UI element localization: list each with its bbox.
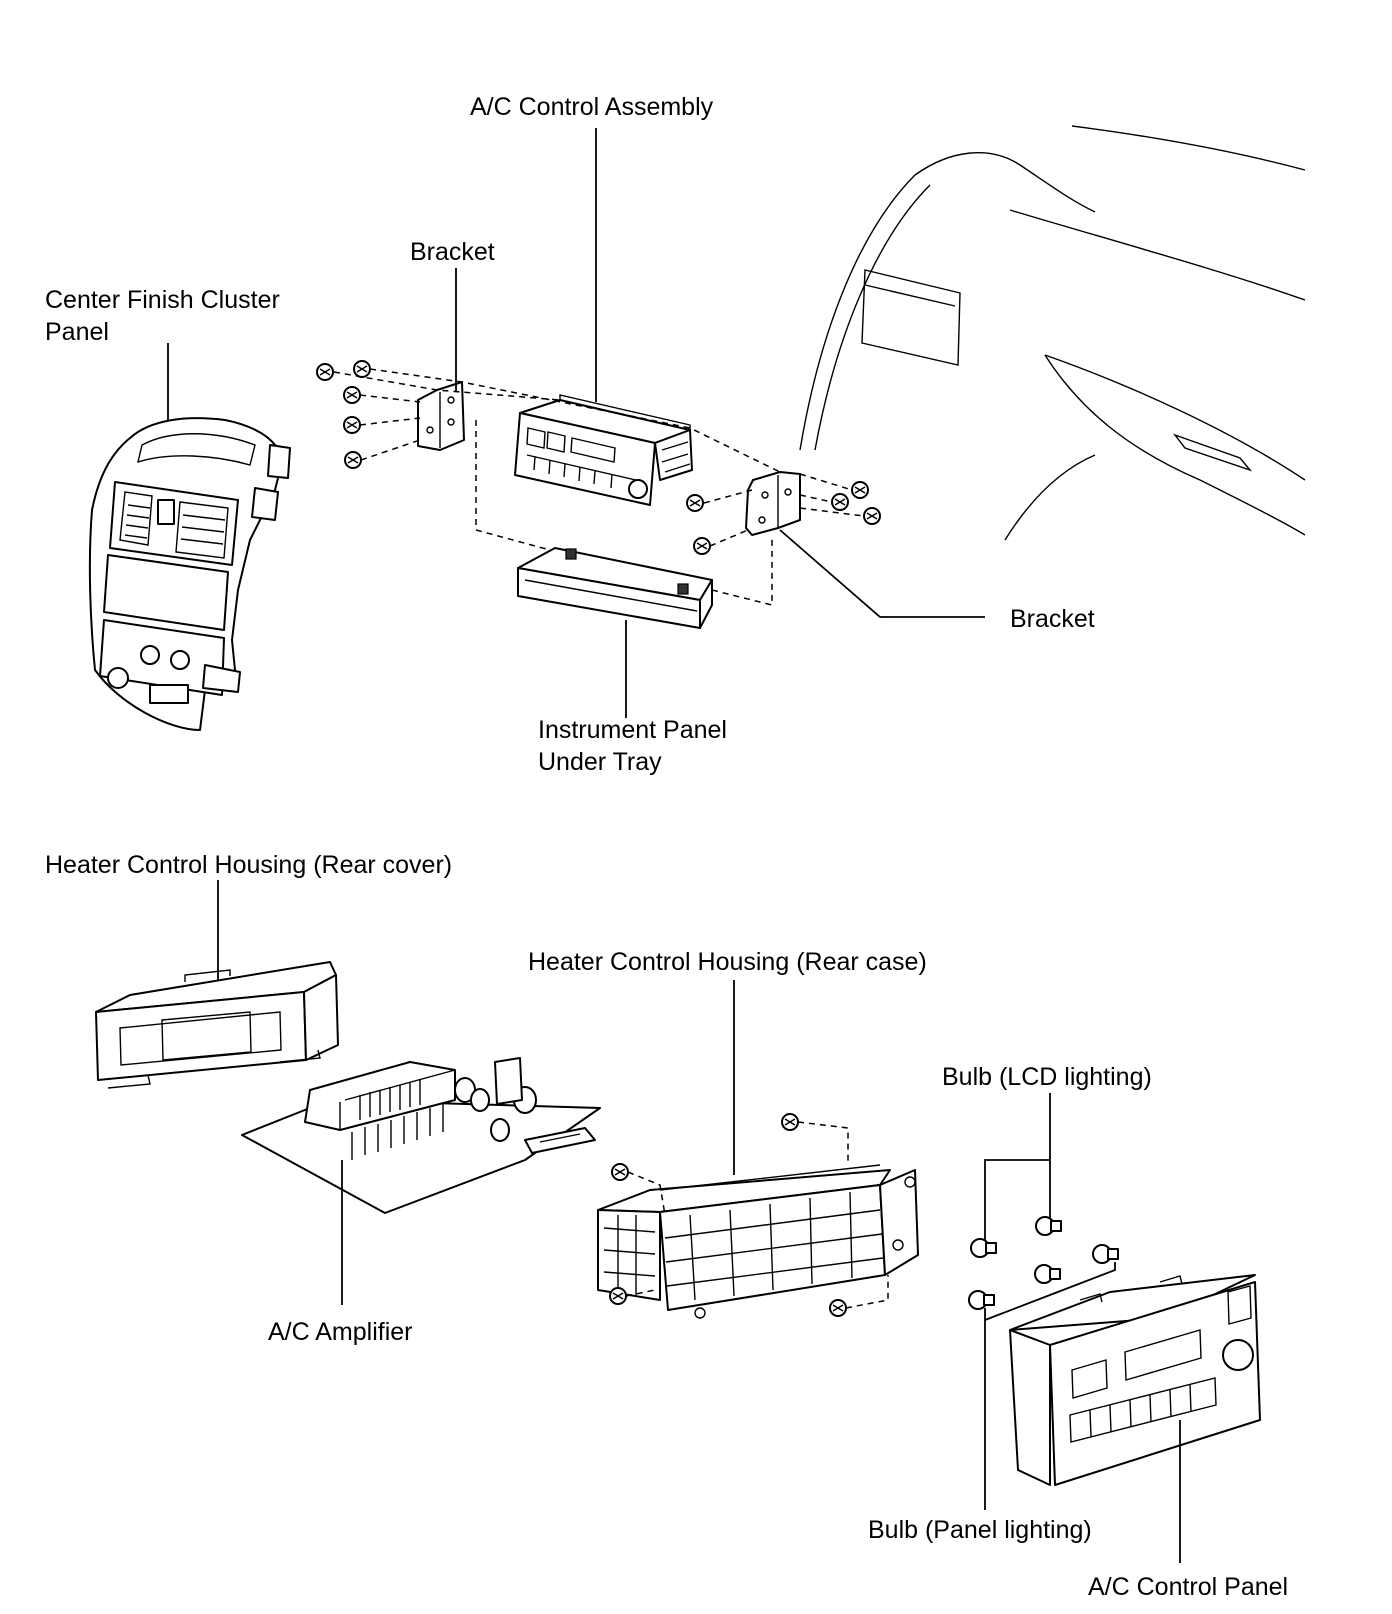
leader-lines: [167, 128, 1181, 1563]
label-ac-control-assembly: A/C Control Assembly: [470, 93, 714, 121]
screw: [343, 386, 361, 404]
label-instrument-panel-line1: Instrument Panel: [538, 716, 727, 744]
screw: [344, 451, 362, 469]
label-center-finish-cluster-panel-line1: Center Finish Cluster: [45, 286, 280, 314]
ac-control-panel-unit: [1009, 1274, 1261, 1486]
screw: [343, 416, 361, 434]
bulb: [1092, 1244, 1119, 1264]
label-bulb-panel-lighting: Bulb (Panel lighting): [868, 1516, 1092, 1544]
dashboard-outline: [799, 125, 1306, 541]
label-bracket-upper: Bracket: [410, 238, 495, 266]
bulb: [1035, 1216, 1062, 1236]
label-rear-case: Heater Control Housing (Rear case): [528, 948, 927, 976]
heater-control-housing-rear-case: [597, 1164, 919, 1319]
label-instrument-panel-line2: Under Tray: [538, 748, 662, 776]
screw: [316, 363, 334, 381]
label-ac-amplifier: A/C Amplifier: [268, 1318, 412, 1346]
label-center-finish-cluster-panel-line2: Panel: [45, 318, 109, 346]
screws-upper: [316, 360, 881, 555]
alignment-lines-lower: [625, 1121, 889, 1309]
bulbs-and-screws-lower: [609, 1113, 1119, 1317]
screw: [863, 507, 881, 525]
center-finish-cluster-panel: [88, 417, 291, 731]
bulb: [1034, 1264, 1061, 1284]
ac-amplifier-board: [241, 1057, 601, 1214]
screw: [829, 1299, 847, 1317]
heater-control-housing-rear-cover: [95, 961, 339, 1089]
bulb: [968, 1290, 995, 1310]
label-bulb-lcd-lighting: Bulb (LCD lighting): [942, 1063, 1152, 1091]
screw: [851, 481, 869, 499]
screw: [831, 493, 849, 511]
screw: [686, 494, 704, 512]
screw: [353, 360, 371, 378]
bulb: [970, 1238, 997, 1258]
screw: [611, 1163, 629, 1181]
bracket-right-part: [745, 471, 801, 536]
screw: [609, 1287, 627, 1305]
alignment-lines-upper: [333, 368, 865, 606]
instrument-panel-under-tray: [517, 547, 713, 629]
ac-control-assembly-unit: [514, 394, 693, 506]
screw: [781, 1113, 799, 1131]
label-ac-control-panel: A/C Control Panel: [1088, 1573, 1288, 1601]
label-bracket-right: Bracket: [1010, 605, 1095, 633]
label-rear-cover: Heater Control Housing (Rear cover): [45, 851, 452, 879]
screw: [693, 537, 711, 555]
labels: A/C Control Assembly Bracket Center Fini…: [45, 93, 1288, 1601]
